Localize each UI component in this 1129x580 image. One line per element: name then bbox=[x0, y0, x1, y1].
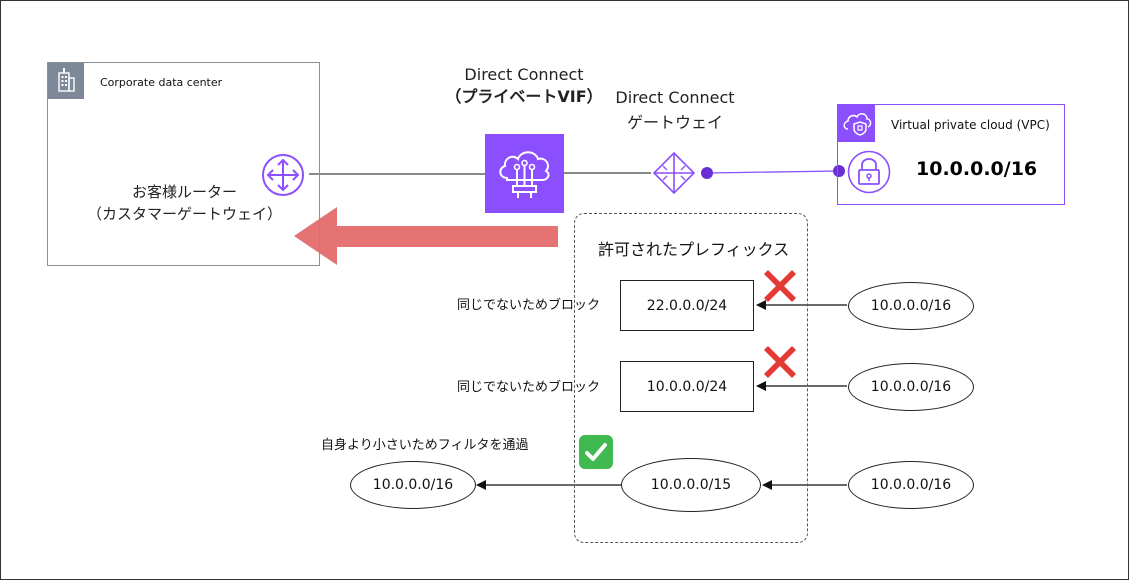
passed-prefix-output: 10.0.0.0/16 bbox=[350, 461, 476, 509]
advertised-prefix-row-1: 10.0.0.0/16 bbox=[848, 282, 974, 330]
gateway-port-dot bbox=[701, 167, 713, 179]
corporate-data-center-group: Corporate data center お客様ルーター （カスタマーゲートウ… bbox=[47, 62, 320, 266]
building-icon bbox=[48, 63, 84, 99]
direct-connect-gateway-icon bbox=[652, 151, 696, 198]
vpc-title: Virtual private cloud (VPC) bbox=[891, 118, 1050, 132]
router-label-line2: （カスタマーゲートウェイ） bbox=[86, 205, 282, 223]
vpc-group: Virtual private cloud (VPC) 10.0.0.0/16 bbox=[837, 104, 1065, 205]
dc-title: Corporate data center bbox=[100, 76, 223, 89]
vpc-cidr: 10.0.0.0/16 bbox=[916, 158, 1038, 180]
customer-router-label: お客様ルーター （カスタマーゲートウェイ） bbox=[48, 181, 321, 225]
vif-label-line1: Direct Connect bbox=[464, 65, 584, 84]
allowed-prefix-row-2: 10.0.0.0/24 bbox=[620, 361, 754, 412]
row-1-note: 同じでないためブロック bbox=[457, 298, 601, 313]
row-3-note: 自身より小さいためフィルタを通過 bbox=[321, 438, 529, 453]
gateway-label: Direct Connect ゲートウェイ bbox=[589, 85, 761, 135]
allowed-prefixes-group bbox=[574, 213, 808, 543]
allowed-prefixes-title: 許可されたプレフィックス bbox=[598, 240, 790, 259]
allowed-prefix-row-3: 10.0.0.0/15 bbox=[621, 458, 761, 512]
gateway-label-line1: Direct Connect bbox=[615, 88, 735, 107]
cross-mark-icon bbox=[764, 346, 796, 378]
direct-connect-cloud-icon bbox=[485, 134, 564, 213]
row-2-note: 同じでないためブロック bbox=[457, 380, 601, 395]
vpc-cloud-shield-icon bbox=[838, 105, 875, 142]
cross-mark-icon bbox=[764, 270, 796, 302]
gateway-label-line2: ゲートウェイ bbox=[626, 113, 723, 132]
router-label-line1: お客様ルーター bbox=[131, 183, 237, 201]
advertised-prefix-row-2: 10.0.0.0/16 bbox=[848, 363, 974, 411]
vif-label: Direct Connect （プライベートVIF） bbox=[419, 64, 629, 108]
link-gateway-vpc bbox=[706, 170, 840, 174]
check-mark-icon bbox=[579, 435, 613, 469]
router-icon bbox=[261, 153, 305, 201]
lock-icon bbox=[847, 150, 891, 198]
vpc-port-dot bbox=[833, 165, 845, 177]
vif-label-line2: （プライベートVIF） bbox=[445, 87, 603, 106]
advertised-prefix-row-3: 10.0.0.0/16 bbox=[848, 461, 974, 509]
advertise-arrow bbox=[294, 207, 558, 265]
allowed-prefix-row-1: 22.0.0.0/24 bbox=[620, 280, 754, 331]
